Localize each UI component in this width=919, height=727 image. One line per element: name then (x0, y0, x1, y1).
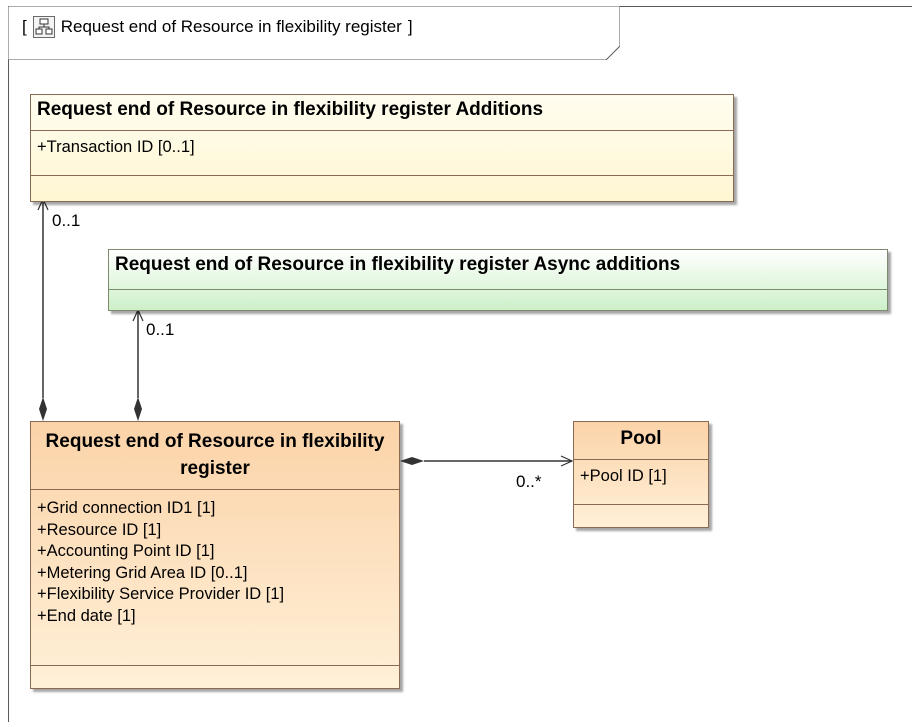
class-async-additions[interactable]: Request end of Resource in flexibility r… (108, 249, 888, 311)
attribute: +Grid connection ID1 [1] (37, 499, 216, 517)
class-pool[interactable]: Pool +Pool ID [1] (573, 421, 709, 528)
class-diagram-icon (32, 16, 55, 38)
attribute-compartment: +Grid connection ID1 [1] +Resource ID [1… (31, 490, 399, 666)
class-name: Request end of Resource in flexibility r… (109, 250, 887, 290)
attribute: +End date [1] (37, 606, 136, 625)
composition-diamond-pool (400, 457, 424, 465)
class-name: Request end of Resource in flexibility r… (31, 422, 399, 490)
class-request-end-resource[interactable]: Request end of Resource in flexibility r… (30, 421, 400, 689)
multiplicity-async: 0..1 (146, 320, 175, 339)
frame-close-bracket: ] (407, 17, 413, 36)
class-additions[interactable]: Request end of Resource in flexibility r… (30, 94, 734, 202)
attribute: +Metering Grid Area ID [0..1] (37, 563, 248, 582)
arrow-head-pool (560, 455, 574, 467)
frame-tab (8, 6, 620, 60)
class-name: Pool (574, 422, 708, 460)
composition-diamond-additions (39, 397, 47, 421)
attribute: +Resource ID [1] (37, 520, 162, 539)
composition-diamond-async (134, 397, 142, 421)
frame-title-text: Request end of Resource in flexibility r… (60, 17, 402, 36)
class-name: Request end of Resource in flexibility r… (31, 95, 733, 131)
multiplicity-pool: 0..* (516, 472, 542, 491)
attribute: +Flexibility Service Provider ID [1] (37, 585, 285, 603)
attribute: +Pool ID [1] (580, 467, 667, 485)
attribute: +Accounting Point ID [1] (37, 542, 215, 560)
multiplicity-additions: 0..1 (52, 211, 81, 230)
frame-title: [ Request end of Resource in flexibility… (22, 16, 413, 38)
attribute-compartment: +Transaction ID [0..1] (31, 131, 733, 176)
attribute-compartment: +Pool ID [1] (574, 460, 708, 505)
attribute: +Transaction ID [0..1] (37, 138, 195, 156)
frame-open-bracket: [ (22, 17, 27, 36)
